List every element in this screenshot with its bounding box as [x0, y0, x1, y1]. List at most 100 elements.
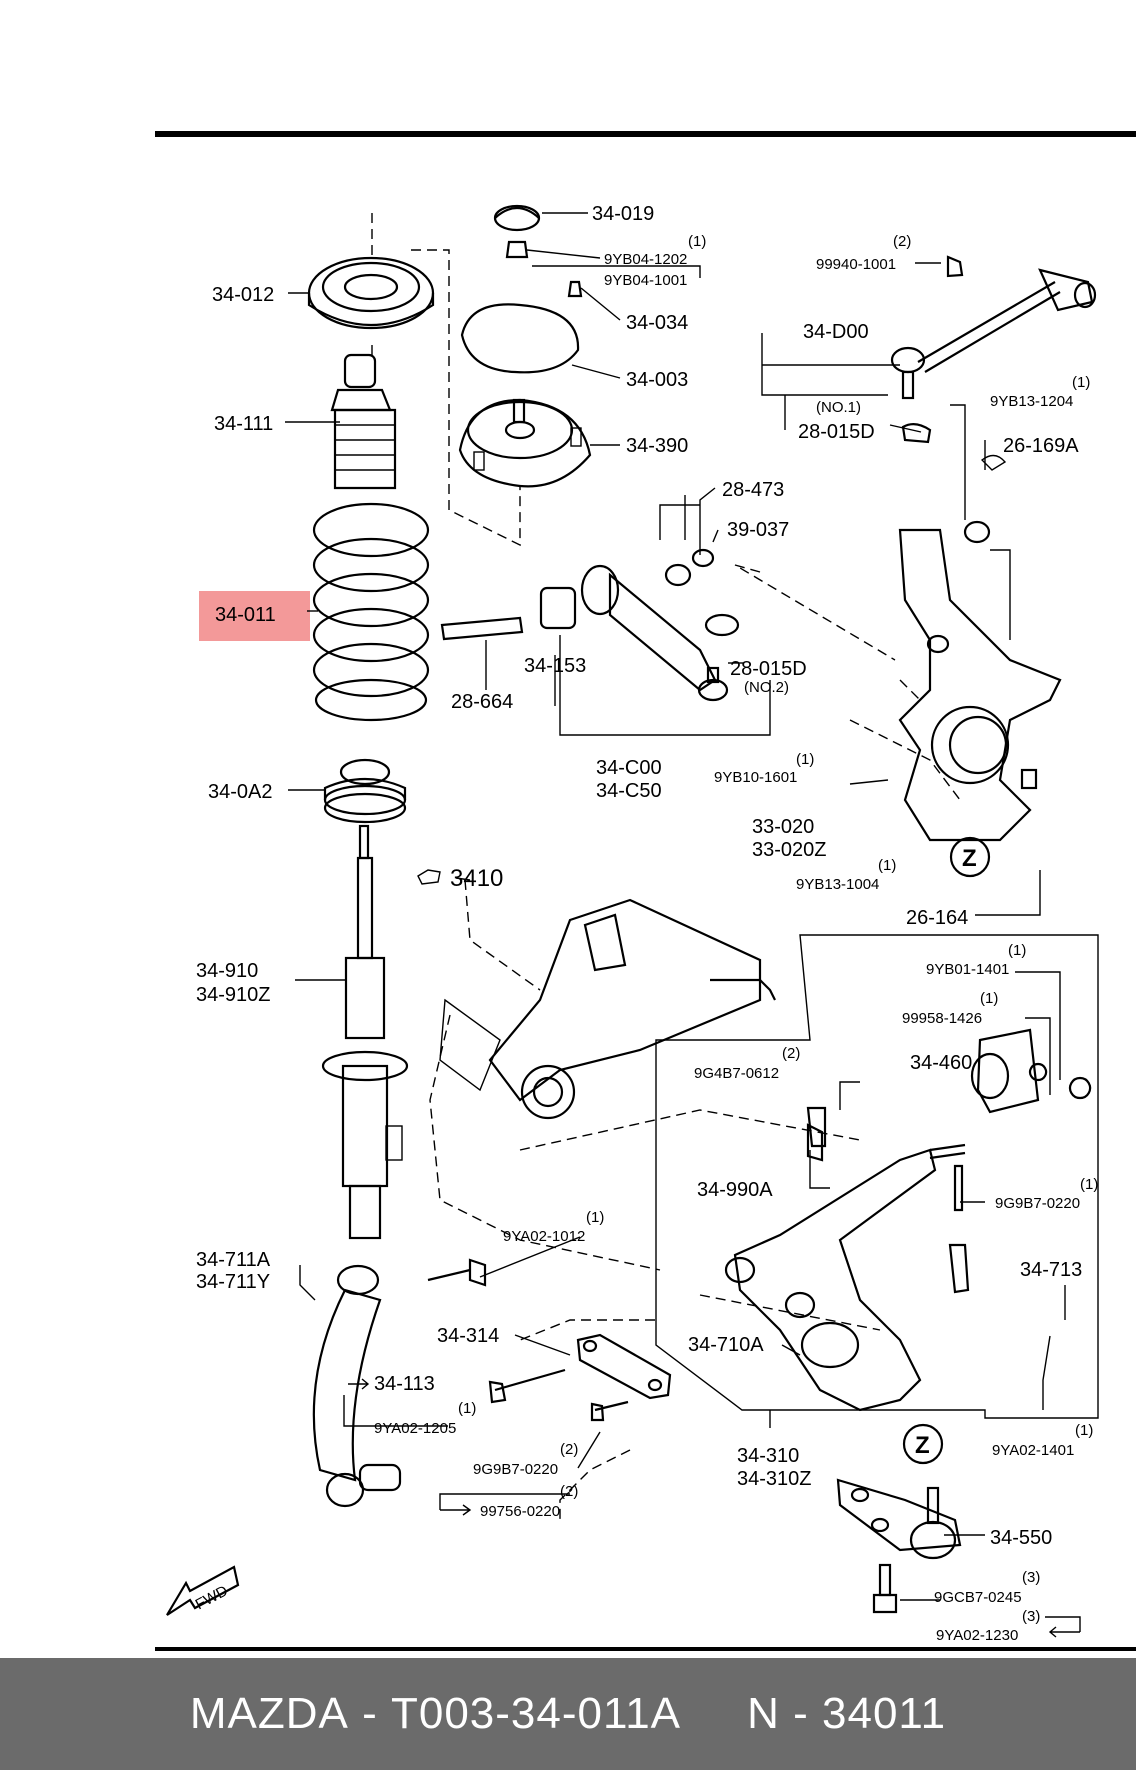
label-34-c00: 34-C00 — [596, 757, 662, 779]
label-26-169a: 26-169A — [1003, 435, 1079, 457]
dust-boot-drawing — [330, 353, 397, 490]
footer-part-number: T003-34-011A — [390, 1689, 682, 1738]
label-34-711a: 34-711A — [196, 1249, 271, 1271]
spring-seat-drawing — [323, 758, 407, 824]
arrow-icon-2 — [440, 1504, 472, 1516]
z-marker-icon — [902, 836, 991, 1465]
label-34-034: 34-034 — [626, 312, 688, 334]
leader-lines — [285, 212, 1066, 1601]
label-9yb10-1601: 9YB10-1601 — [714, 769, 797, 786]
label-34-113: 34-113 — [374, 1373, 435, 1395]
label-34-910: 34-910 — [196, 960, 258, 982]
label-34-990a: 34-990A — [697, 1179, 773, 1201]
footer-separator-1: - — [348, 1689, 391, 1738]
label-9ya02-1012: 9YA02-1012 — [503, 1228, 585, 1245]
label-qty-99940: (2) — [893, 233, 911, 250]
label-28-664: 28-664 — [451, 691, 513, 713]
ball-joint-drawing — [836, 1478, 962, 1614]
label-39-037: 39-037 — [727, 519, 789, 541]
label-9ya02-1401: 9YA02-1401 — [992, 1442, 1074, 1459]
shock-absorber-drawing — [321, 824, 409, 1240]
label-9gcb7-0245: 9GCB7-0245 — [934, 1589, 1022, 1606]
label-qty-99756: (2) — [560, 1483, 578, 1500]
tension-rod-drawing — [312, 1258, 487, 1508]
label-9yb04-1202: 9YB04-1202 — [604, 251, 687, 268]
highlight-box — [199, 591, 310, 641]
bracket-drawing — [488, 1333, 672, 1422]
label-28-015d-1: 28-015D — [798, 421, 875, 443]
label-99756-0220: 99756-0220 — [480, 1503, 560, 1520]
knuckle-drawing — [898, 520, 1062, 842]
label-qty-9yb01: (1) — [1008, 942, 1026, 959]
label-28-473: 28-473 — [722, 479, 784, 501]
label-qty-9ya02-1401: (1) — [1075, 1422, 1093, 1439]
label-34-0a2: 34-0A2 — [208, 781, 273, 803]
lower-arm-drawing — [724, 1028, 1092, 1412]
label-34-460: 34-460 — [910, 1052, 972, 1074]
label-34-019: 34-019 — [592, 203, 654, 225]
label-qty-9ya02-1012: (1) — [586, 1209, 604, 1226]
exploded-parts-diagram: 34-019 (1) 9YB04-1202 9YB04-1001 34-012 … — [155, 131, 1136, 1651]
label-qty-9ya02-1230: (3) — [1022, 1608, 1040, 1625]
bolt-bracket-line — [439, 1493, 570, 1510]
label-9ya02-1205: 9YA02-1205 — [374, 1420, 456, 1437]
label-34-314: 34-314 — [437, 1325, 499, 1347]
dash-crossmember — [429, 1014, 881, 1331]
label-34-550: 34-550 — [990, 1527, 1052, 1549]
label-qty-9g9b7-b: (2) — [560, 1441, 578, 1458]
label-28-015d-2: 28-015D — [730, 658, 807, 680]
label-34-d00: 34-D00 — [803, 321, 869, 343]
arrow-icon-3 — [1048, 1626, 1080, 1638]
subassembly-frame — [655, 934, 1099, 1419]
label-9g4b7-0612: 9G4B7-0612 — [694, 1065, 779, 1082]
label-34-003: 34-003 — [626, 369, 688, 391]
arm-bracket-line — [343, 1395, 448, 1427]
label-9g9b7-0220-b: 9G9B7-0220 — [473, 1461, 558, 1478]
label-9yb13-1204: 9YB13-1204 — [990, 393, 1073, 410]
dash-bolts — [519, 1319, 655, 1520]
label-3410: 3410 — [450, 865, 503, 892]
tie-rod-drawing — [890, 255, 1097, 471]
label-9yb04-1001: 9YB04-1001 — [604, 272, 687, 289]
label-33-020z: 33-020Z — [752, 839, 827, 861]
label-9yb13-1004: 9YB13-1004 — [796, 876, 879, 893]
top-rule — [155, 131, 1136, 137]
label-34-153: 34-153 — [524, 655, 586, 677]
washer-leader — [659, 495, 700, 540]
guide-dashed-line — [371, 213, 521, 547]
fwd-arrow-icon — [166, 1565, 240, 1616]
label-34-910z: 34-910Z — [196, 984, 271, 1006]
arrow-icon — [348, 1378, 370, 1390]
label-34-c50: 34-C50 — [596, 780, 662, 802]
z-marker-2: Z — [915, 1432, 930, 1459]
label-34-011: 34-011 — [215, 604, 276, 626]
label-34-710a: 34-710A — [688, 1334, 764, 1356]
label-qty-9yb13-1004: (1) — [878, 857, 896, 874]
hand-pointer-icon — [417, 869, 441, 885]
label-34-012: 34-012 — [212, 284, 274, 306]
label-34-111: 34-111 — [214, 413, 273, 435]
label-34-310z: 34-310Z — [737, 1468, 812, 1490]
label-qty-9gcb7: (3) — [1022, 1569, 1040, 1586]
label-no2: (NO.2) — [744, 679, 789, 696]
idler-bracket-line — [559, 635, 771, 736]
dash-3410 — [464, 879, 541, 991]
label-99958-1426: 99958-1426 — [902, 1010, 982, 1027]
part-number-footer: MAZDA - T003-34-011A N - 34011 — [0, 1658, 1136, 1770]
label-99940-1001: 99940-1001 — [816, 256, 896, 273]
label-9g9b7-0220-a: 9G9B7-0220 — [995, 1195, 1080, 1212]
footer-separator-2: N - — [681, 1689, 823, 1738]
label-no1: (NO.1) — [816, 399, 861, 416]
crossmember-drawing — [439, 898, 776, 1120]
ball-joint-bracket-line — [1045, 1616, 1081, 1632]
footer-brand: MAZDA — [189, 1689, 349, 1738]
label-qty-9yb13-1204: (1) — [1072, 374, 1090, 391]
label-qty-9g4b7: (2) — [782, 1045, 800, 1062]
label-34-713: 34-713 — [1020, 1259, 1082, 1281]
label-qty-9g9b7-a: (1) — [1080, 1176, 1098, 1193]
coil-spring-drawing — [312, 502, 430, 722]
label-34-310: 34-310 — [737, 1445, 799, 1467]
dash-knuckle2 — [849, 719, 961, 801]
dash-lower — [519, 1109, 861, 1151]
